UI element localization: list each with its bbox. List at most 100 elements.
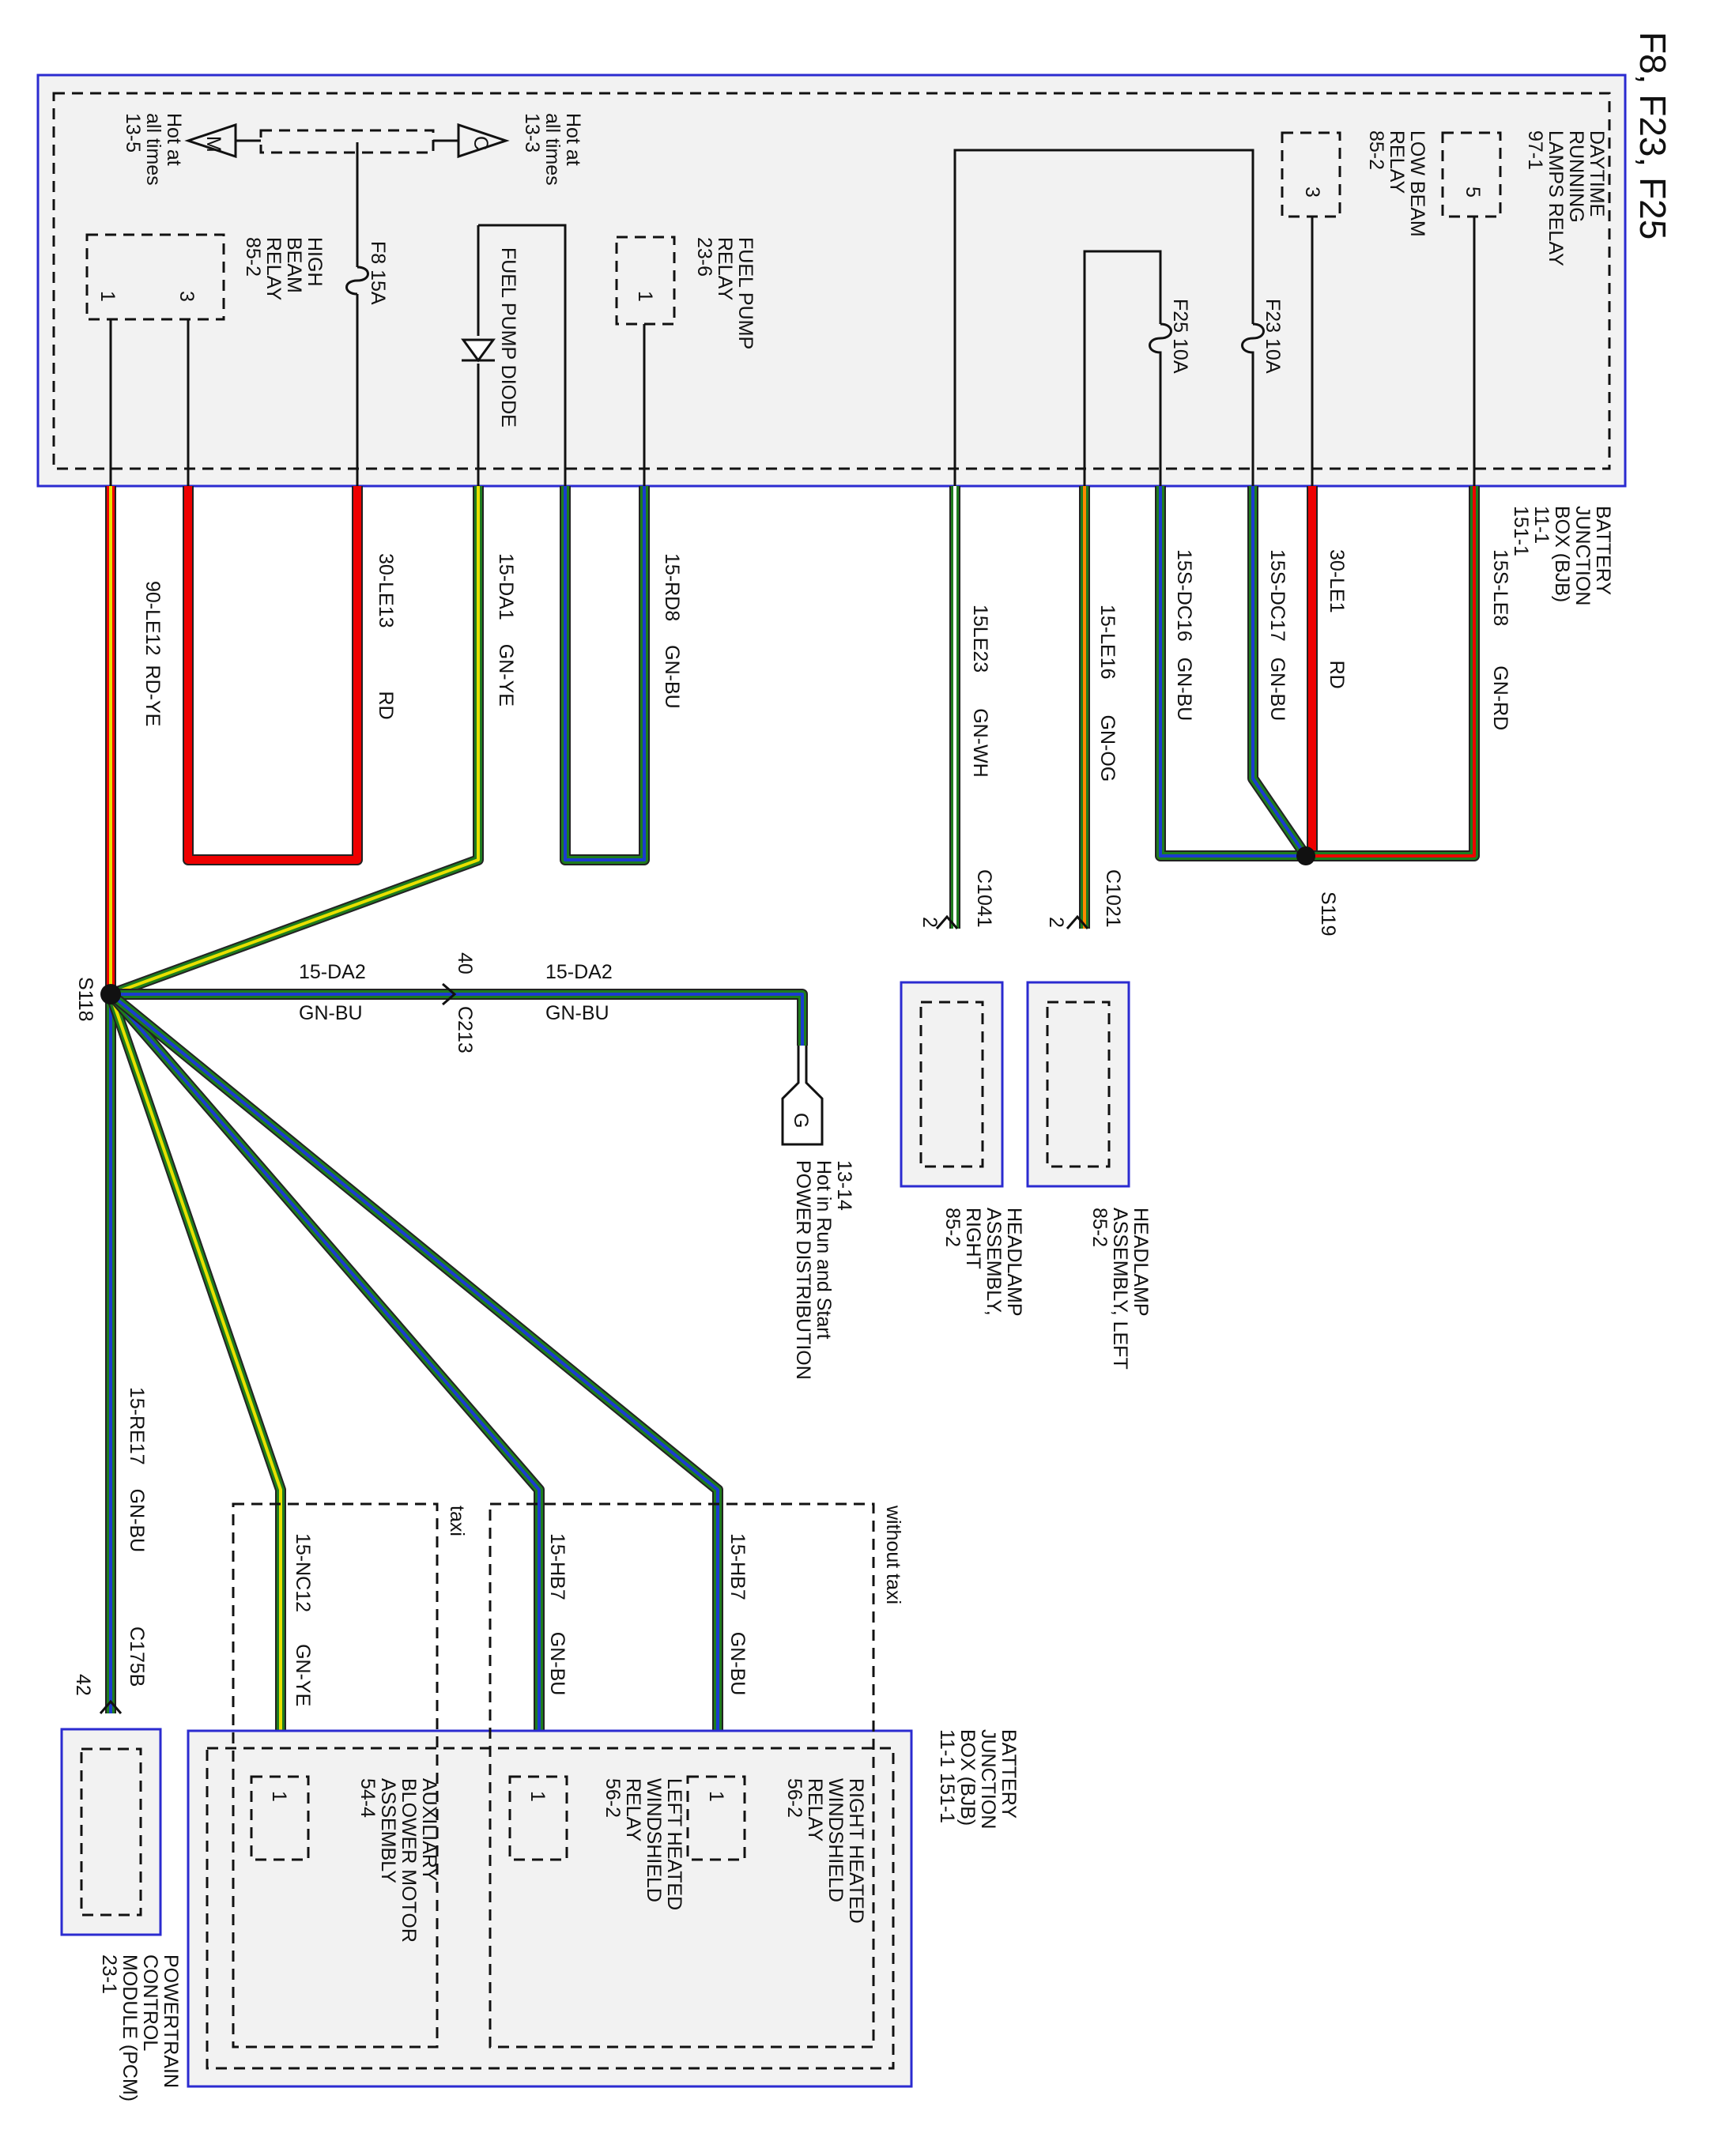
- lhw-pin: 1: [526, 1791, 549, 1802]
- wire-w4: [560, 486, 650, 865]
- wire-w14-stripe: [109, 993, 282, 1777]
- wire-w7: [1155, 486, 1306, 861]
- lbr-pin: 3: [1301, 187, 1323, 198]
- page-title: F8, F23, F25: [1632, 32, 1673, 239]
- headlamp-left-label: HEADLAMP ASSEMBLY, LEFT 85-2: [1088, 1208, 1152, 1374]
- drl-relay-box: [1441, 131, 1502, 218]
- wire-w15: [106, 990, 545, 1777]
- rhw-relay-label: RIGHT HEATED WINDSHIELD RELAY 56-2: [783, 1778, 867, 1929]
- wire-w3-outline: [108, 486, 484, 1000]
- pcm-inner: [80, 1747, 142, 1917]
- w15-label: 15-HB7GN-BU: [546, 1533, 568, 1695]
- high-beam-relay-label: HIGH BEAM RELAY 85-2: [242, 237, 326, 306]
- c213-chevron-icon: [442, 982, 457, 1006]
- pcm-module: POWERTRAIN CONTROL MODULE (PCM) 23-1: [60, 1728, 182, 2101]
- hot-c-label: Hot at all times 13-3: [521, 113, 584, 191]
- hot-at-all-times-m: Hot at all times 13-5 M: [122, 113, 237, 191]
- fuel-pump-relay-label: FUEL PUMP RELAY 23-6: [693, 237, 756, 355]
- c1041-label: C1041: [973, 869, 995, 928]
- hb-pin-1: 1: [96, 291, 119, 302]
- f25-internal-link: [1083, 250, 1162, 486]
- w11-color: GN-BU: [299, 1002, 363, 1024]
- hot-bus-dashed: [259, 129, 435, 154]
- rhw-pin-box: [686, 1775, 746, 1861]
- fpd-bridge: [478, 224, 567, 486]
- headlamp-right-inner: [919, 1001, 984, 1168]
- w13-label: 15-RE17GN-BU: [126, 1387, 148, 1552]
- c175b-label: C175B: [126, 1626, 148, 1687]
- f8-fuse-icon: [345, 266, 369, 296]
- wire-w2: [183, 486, 363, 865]
- wire-w12: [451, 989, 808, 1046]
- w2-label: 30-LE13RD: [375, 553, 397, 720]
- f25-label: F25 10A: [1169, 299, 1191, 374]
- drl-pin: 5: [1462, 187, 1484, 198]
- c1021-chevron-icon: [1066, 914, 1089, 929]
- high-beam-relay-box: [85, 233, 225, 321]
- wire-w8: [1247, 486, 1311, 859]
- hot-m-label: Hot at all times 13-5: [122, 113, 185, 191]
- hot-m-letter: M: [202, 136, 224, 153]
- w5-label: 15LE23GN-WH: [969, 605, 991, 778]
- w3-label: 15-DA1GN-YE: [495, 553, 517, 707]
- taxi-option-box: [232, 1502, 439, 2049]
- splice-s119-dot: [1296, 846, 1315, 865]
- wire-w4-outline: [560, 486, 650, 865]
- wire-w15-outline: [106, 990, 545, 1777]
- aux-blower-label: AUXILIARY BLOWER MOTOR ASSEMBLY 54-4: [357, 1778, 440, 1948]
- power-distribution-g: G 13-14 Hot in Run and Start POWER DISTR…: [781, 1046, 855, 1380]
- f23-label: F23 10A: [1262, 299, 1284, 374]
- w6-label: 15-LE16GN-OG: [1096, 605, 1119, 782]
- c1021-label: C1021: [1102, 869, 1124, 928]
- wire-w4-base: [561, 486, 648, 864]
- hb-relay-leads: [109, 319, 190, 486]
- wire-w4-stripe: [564, 486, 646, 861]
- w10-label: 15S-LE8GN-RD: [1489, 549, 1511, 730]
- bjb-bottom: taxi without taxi BATTERY JUNCTION BOX (…: [187, 1502, 1020, 2088]
- w8-label: 15S-DC17GN-BU: [1266, 549, 1288, 721]
- wire-w14: [105, 992, 286, 1777]
- bjb-top: BATTERY JUNCTION BOX (BJB) 11-1 151-1: [36, 74, 1627, 611]
- fpr-pin: 1: [634, 291, 656, 302]
- headlamp-left: HEADLAMP ASSEMBLY, LEFT 85-2: [1026, 981, 1152, 1374]
- w7-label: 15S-DC16GN-BU: [1173, 549, 1195, 721]
- w11-id: 15-DA2: [299, 961, 366, 983]
- without-taxi-option-box: [489, 1502, 875, 2049]
- lhw-pin-box: [508, 1775, 568, 1861]
- wire-w16-base: [108, 991, 722, 1777]
- wire-w10-stripe: [1306, 486, 1476, 858]
- c213-pin: 40: [454, 952, 476, 974]
- wire-w12-stripe: [451, 993, 804, 1046]
- drl-internal-link: [953, 149, 1254, 486]
- w16-label: 15-HB7GN-BU: [726, 1533, 749, 1695]
- w12-color: GN-BU: [545, 1002, 609, 1024]
- rhw-pin: 1: [705, 1791, 727, 1802]
- g-terminal-icon: [781, 1046, 824, 1146]
- f25-fuse-icon: [1149, 322, 1172, 486]
- c1041-pin: 2: [919, 917, 941, 928]
- aux-blower-pin-box: [250, 1775, 310, 1861]
- f23-fuse-icon: [1241, 322, 1265, 486]
- g-label: 13-14 Hot in Run and Start POWER DISTRIB…: [792, 1160, 855, 1380]
- drl-relay-label: DAYTIME RUNNING LAMPS RELAY 97-1: [1524, 130, 1608, 271]
- w4-label: 15-RD8GN-BU: [661, 553, 683, 709]
- wire-w12-base: [451, 990, 806, 1046]
- w14-label: 15-NC12GN-YE: [292, 1533, 314, 1706]
- bjb-top-label: BATTERY JUNCTION BOX (BJB) 11-1 151-1: [1510, 506, 1614, 611]
- wire-labels: 90-LE12RD-YE 30-LE13RD 15-DA1GN-YE 15-RD…: [126, 549, 1511, 1706]
- bjb-bottom-label: BATTERY JUNCTION BOX (BJB) 11-1 151-1: [936, 1729, 1020, 1834]
- wire-w16-outline: [107, 989, 723, 1777]
- wires-layer: [105, 486, 1480, 1777]
- headlamp-right: HEADLAMP ASSEMBLY, RIGHT 85-2: [900, 981, 1025, 1321]
- wire-w2-base: [184, 486, 361, 864]
- hot-c-letter: C: [470, 136, 492, 150]
- wire-w16: [107, 989, 723, 1777]
- wire-w3-stripe: [110, 486, 480, 996]
- c213-label: C213: [454, 1006, 476, 1054]
- wire-w10: [1306, 486, 1480, 861]
- headlamp-right-label: HEADLAMP ASSEMBLY, RIGHT 85-2: [941, 1208, 1025, 1321]
- headlamp-left-inner: [1046, 1001, 1111, 1168]
- bjb-top-inner: [52, 92, 1611, 470]
- headlamp-right-box: [900, 981, 1004, 1188]
